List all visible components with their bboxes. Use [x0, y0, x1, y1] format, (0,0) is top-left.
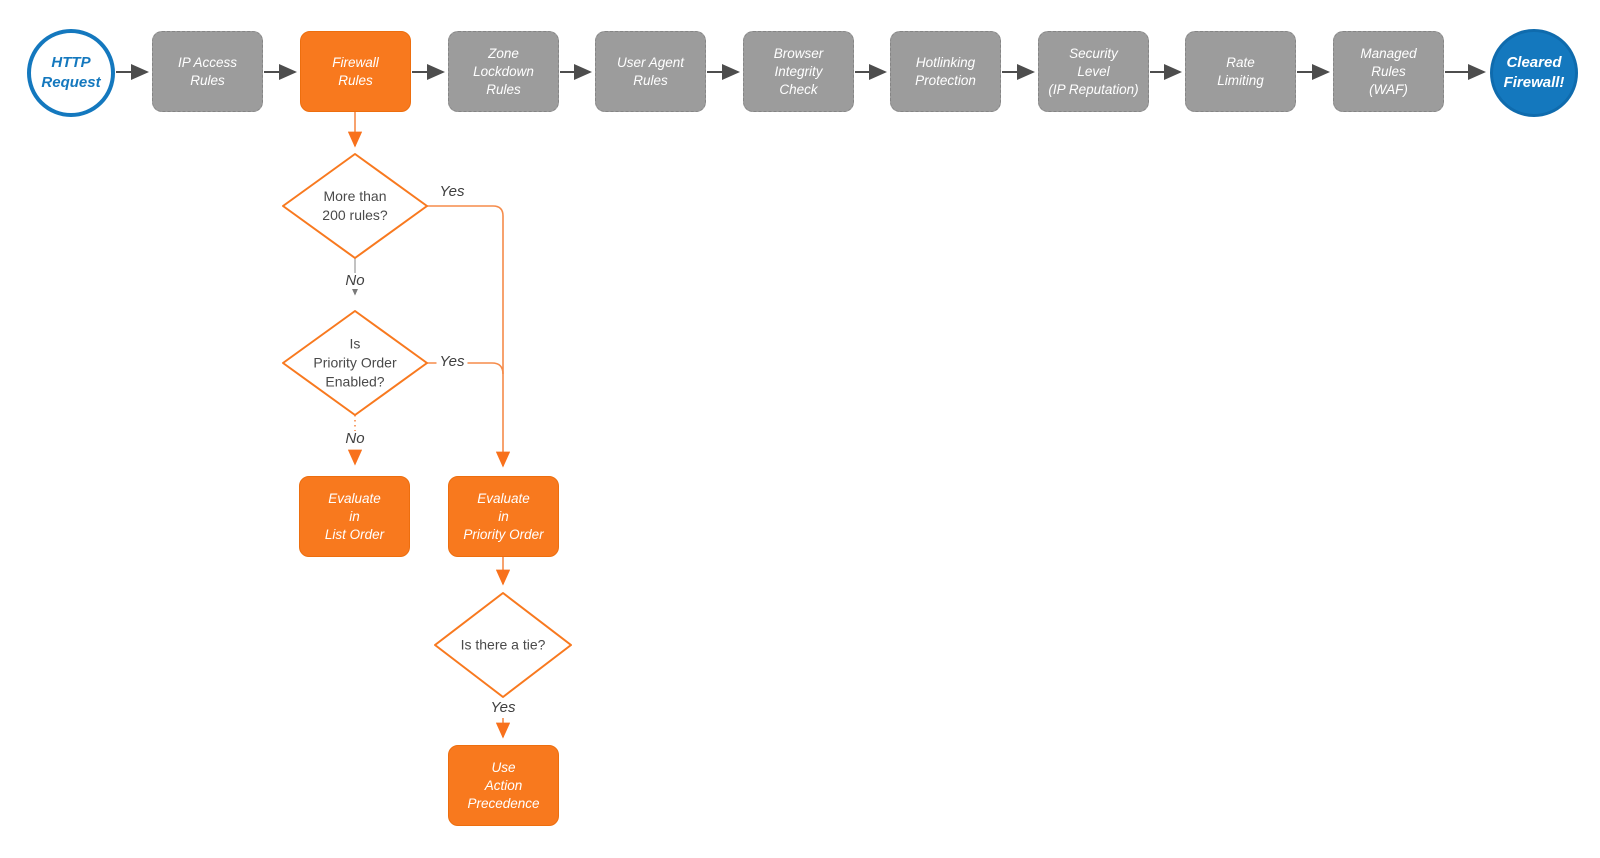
- diamond-is-there-a-tie: [434, 592, 572, 698]
- line-d2-yes-join: [427, 362, 504, 375]
- step-firewall-rules: Firewall Rules: [300, 31, 411, 112]
- step-ip-access-rules: IP Access Rules: [152, 31, 263, 112]
- step-rate-limiting: Rate Limiting: [1185, 31, 1296, 112]
- diamond-more-than-200-rules: [282, 153, 428, 259]
- step-hotlinking-protection: Hotlinking Protection: [890, 31, 1001, 112]
- step-managed-rules-waf: Managed Rules (WAF): [1333, 31, 1444, 112]
- edge-label-d2-yes: Yes: [436, 354, 468, 370]
- step-zone-lockdown-rules: Zone Lockdown Rules: [448, 31, 559, 112]
- end-node-cleared-firewall: Cleared Firewall!: [1490, 29, 1578, 117]
- outcome-evaluate-in-list-order: Evaluate in List Order: [299, 476, 410, 557]
- step-user-agent-rules: User Agent Rules: [595, 31, 706, 112]
- decision-is-there-a-tie-label: Is there a tie?: [460, 636, 546, 653]
- outcome-evaluate-in-priority-order: Evaluate in Priority Order: [448, 476, 559, 557]
- decision-priority-order-enabled-label: Is Priority Order Enabled?: [313, 335, 397, 390]
- step-security-level: Security Level (IP Reputation): [1038, 31, 1149, 112]
- edge-label-d1-yes: Yes: [439, 183, 465, 200]
- decision-shapes: [282, 153, 572, 698]
- step-browser-integrity-check: Browser Integrity Check: [743, 31, 854, 112]
- edge-label-d3-yes: Yes: [487, 700, 519, 716]
- edge-label-d1-no: No: [342, 273, 368, 289]
- outcome-use-action-precedence: Use Action Precedence: [448, 745, 559, 826]
- diamond-priority-order-enabled: [282, 310, 428, 416]
- start-node-http-request: HTTP Request: [27, 29, 115, 117]
- arrow-d1-yes-to-priority: [427, 205, 511, 468]
- decision-more-than-200-rules-label: More than 200 rules?: [322, 188, 388, 223]
- edge-label-d2-no: No: [342, 431, 368, 447]
